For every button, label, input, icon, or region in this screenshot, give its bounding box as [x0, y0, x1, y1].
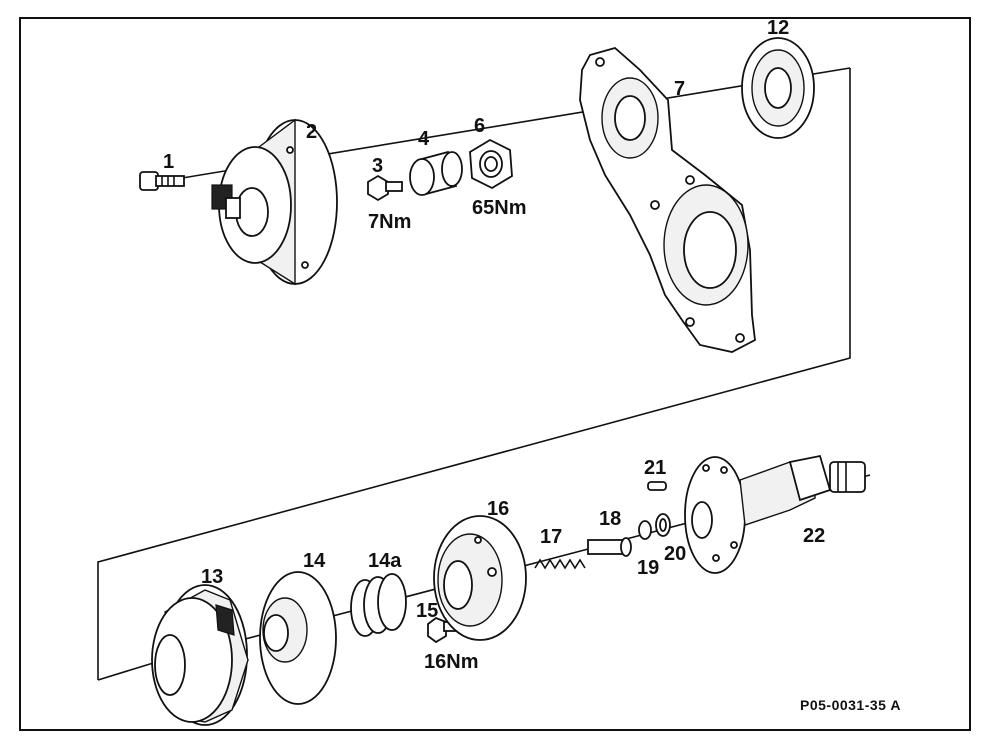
- part-label-7: 7: [674, 78, 685, 100]
- part-label-13: 13: [201, 566, 223, 588]
- part-label-14a: 14a: [368, 550, 402, 572]
- part-6-nut: [469, 138, 513, 190]
- torque-label-15: 16Nm: [424, 651, 478, 673]
- torque-label-6: 65Nm: [472, 197, 526, 219]
- part-label-22: 22: [803, 525, 825, 547]
- part-13-pulley: [151, 584, 249, 726]
- part-4-bushing: [409, 150, 463, 196]
- part-label-15: 15: [416, 600, 438, 622]
- part-label-16: 16: [487, 498, 509, 520]
- part-label-17: 17: [540, 526, 562, 548]
- reference-code: P05-0031-35 A: [800, 697, 901, 713]
- part-17-spring: [534, 558, 586, 570]
- torque-label-3: 7Nm: [368, 211, 411, 233]
- part-label-6: 6: [474, 115, 485, 137]
- part-21-dowel: [647, 481, 667, 491]
- lower-assembly-outline: [97, 663, 151, 681]
- diagram-frame: [19, 17, 971, 731]
- part-22-crankshaft: [684, 454, 866, 574]
- part-19-clip: [638, 520, 652, 540]
- part-label-14: 14: [303, 550, 326, 572]
- part-label-1: 1: [163, 151, 174, 173]
- part-2-cover: [211, 118, 338, 286]
- part-14-damper: [259, 571, 337, 705]
- part-label-20: 20: [664, 543, 686, 565]
- part-12-seal: [741, 37, 815, 139]
- upper-assembly-outline: [97, 68, 851, 680]
- part-18-pin: [587, 537, 632, 557]
- part-label-19: 19: [637, 557, 659, 579]
- part-label-3: 3: [372, 155, 383, 177]
- part-14a-spring: [350, 573, 407, 637]
- part-1-bolt: [139, 171, 185, 191]
- part-label-21: 21: [644, 457, 666, 479]
- part-20-ring: [655, 513, 671, 537]
- part-label-18: 18: [599, 508, 621, 530]
- part-label-12: 12: [767, 17, 789, 39]
- part-16-flange: [433, 515, 527, 641]
- part-7-housing: [579, 47, 756, 353]
- part-3-bolt: [367, 174, 403, 202]
- part-label-2: 2: [306, 121, 317, 143]
- part-label-4: 4: [418, 128, 430, 150]
